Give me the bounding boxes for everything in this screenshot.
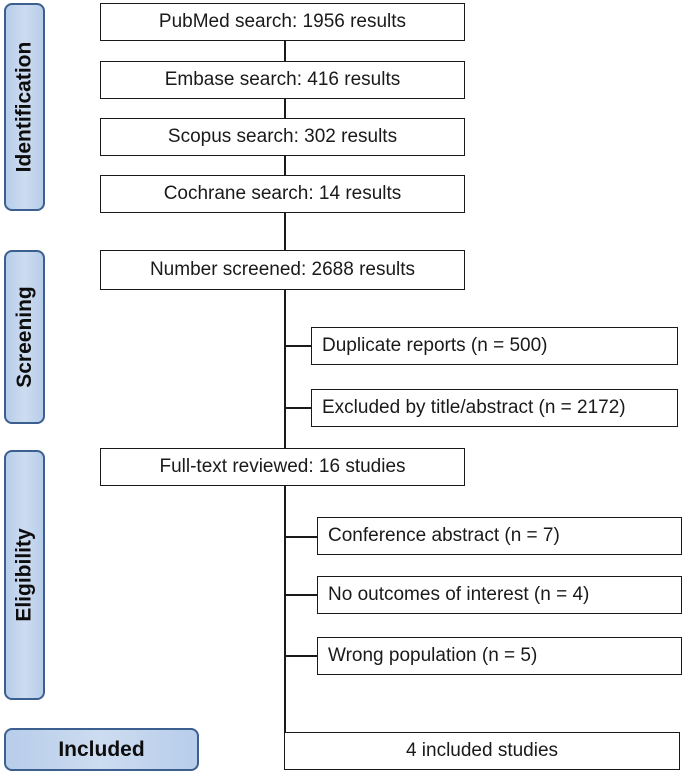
- wrong-population-box: Wrong population (n = 5): [317, 637, 682, 675]
- phase-screening: Screening: [4, 250, 45, 424]
- connector-excluded-title: [284, 407, 312, 409]
- cochrane-search-box: Cochrane search: 14 results: [100, 175, 465, 213]
- pubmed-search-box: PubMed search: 1956 results: [100, 3, 465, 41]
- duplicates-box: Duplicate reports (n = 500): [311, 327, 678, 365]
- included-studies-box: 4 included studies: [284, 732, 680, 770]
- connector-duplicates: [284, 345, 312, 347]
- screened-box: Number screened: 2688 results: [100, 250, 465, 290]
- phase-eligibility-label: Eligibility: [12, 528, 36, 622]
- excluded-title-box: Excluded by title/abstract (n = 2172): [311, 389, 678, 427]
- scopus-search-box: Scopus search: 302 results: [100, 118, 465, 156]
- phase-included-label: Included: [58, 737, 145, 761]
- connector-conference: [284, 536, 318, 538]
- fulltext-box: Full-text reviewed: 16 studies: [100, 448, 465, 486]
- no-outcomes-box: No outcomes of interest (n = 4): [317, 576, 682, 614]
- phase-included: Included: [4, 728, 199, 771]
- phase-identification-label: Identification: [12, 41, 36, 173]
- phase-identification: Identification: [4, 3, 45, 211]
- phase-eligibility: Eligibility: [4, 450, 45, 700]
- main-vertical-connector: [284, 37, 286, 734]
- embase-search-box: Embase search: 416 results: [100, 61, 465, 99]
- connector-no-outcomes: [284, 594, 318, 596]
- connector-wrong-population: [284, 655, 318, 657]
- conference-abstract-box: Conference abstract (n = 7): [317, 517, 682, 555]
- phase-screening-label: Screening: [12, 286, 36, 388]
